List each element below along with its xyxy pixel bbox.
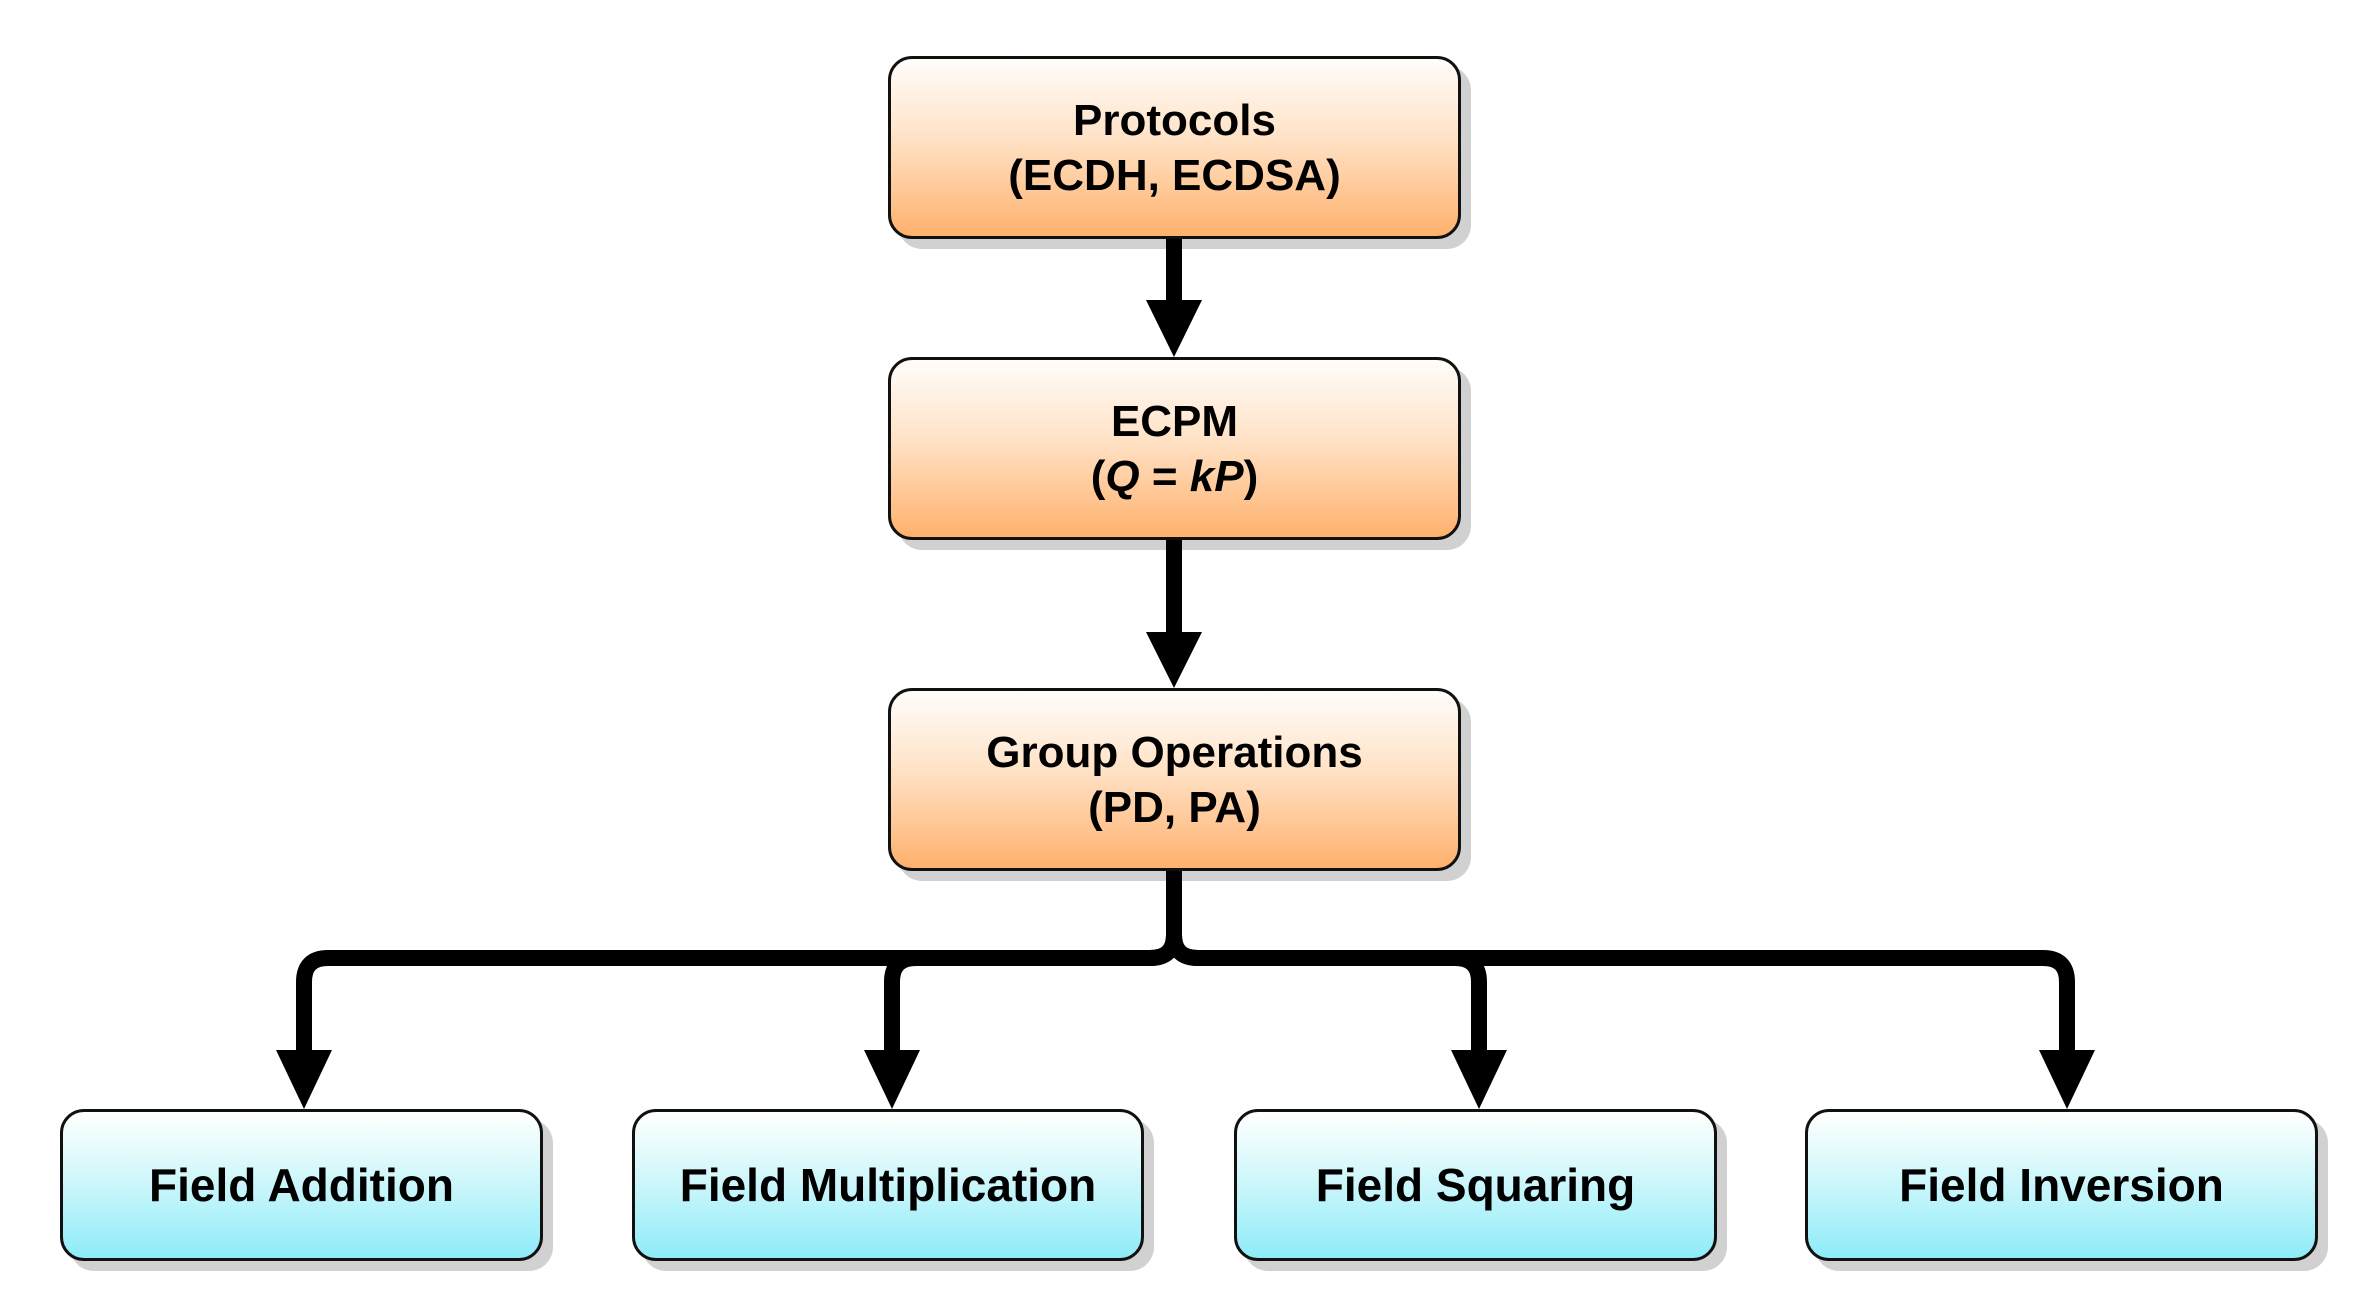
- group-operations-subtitle: (PD, PA): [1088, 782, 1261, 832]
- protocols-node: Protocols (ECDH, ECDSA): [888, 56, 1461, 239]
- arrowhead-to-field-inversion: [2039, 1050, 2095, 1109]
- arrowhead-to-ecpm: [1146, 300, 1202, 357]
- field-multiplication-label: Field Multiplication: [679, 1159, 1097, 1211]
- ecpm-formula-close: ): [1243, 451, 1259, 501]
- ecpm-formula-q: Q: [1105, 451, 1140, 501]
- protocols-title: Protocols: [1073, 95, 1276, 145]
- arrowhead-to-field-squaring: [1451, 1050, 1507, 1109]
- arrowhead-to-field-multiplication: [864, 1050, 920, 1109]
- group-operations-node: Group Operations (PD, PA): [888, 688, 1461, 871]
- field-squaring-node: Field Squaring: [1234, 1109, 1717, 1261]
- group-operations-title: Group Operations: [986, 727, 1363, 777]
- ecpm-title: ECPM: [1110, 396, 1239, 446]
- field-addition-node: Field Addition: [60, 1109, 543, 1261]
- ecpm-formula: (Q = kP): [1091, 449, 1259, 504]
- ecpm-formula-kp: kP: [1189, 451, 1244, 501]
- arrowhead-to-field-addition: [276, 1050, 332, 1109]
- field-addition-label: Field Addition: [149, 1159, 454, 1211]
- field-multiplication-node: Field Multiplication: [632, 1109, 1144, 1261]
- field-squaring-label: Field Squaring: [1315, 1159, 1636, 1211]
- connector-to-field-multiplication: [884, 934, 1182, 1056]
- ecpm-formula-equals: =: [1139, 451, 1190, 501]
- field-inversion-node: Field Inversion: [1805, 1109, 2318, 1261]
- field-inversion-label: Field Inversion: [1899, 1159, 2224, 1211]
- connector-to-field-inversion: [1166, 934, 2075, 1056]
- protocols-subtitle: (ECDH, ECDSA): [1008, 150, 1341, 200]
- ecpm-node: ECPM (Q = kP): [888, 357, 1461, 540]
- ecpm-formula-open: (: [1090, 451, 1106, 501]
- arrowhead-to-group: [1146, 632, 1202, 688]
